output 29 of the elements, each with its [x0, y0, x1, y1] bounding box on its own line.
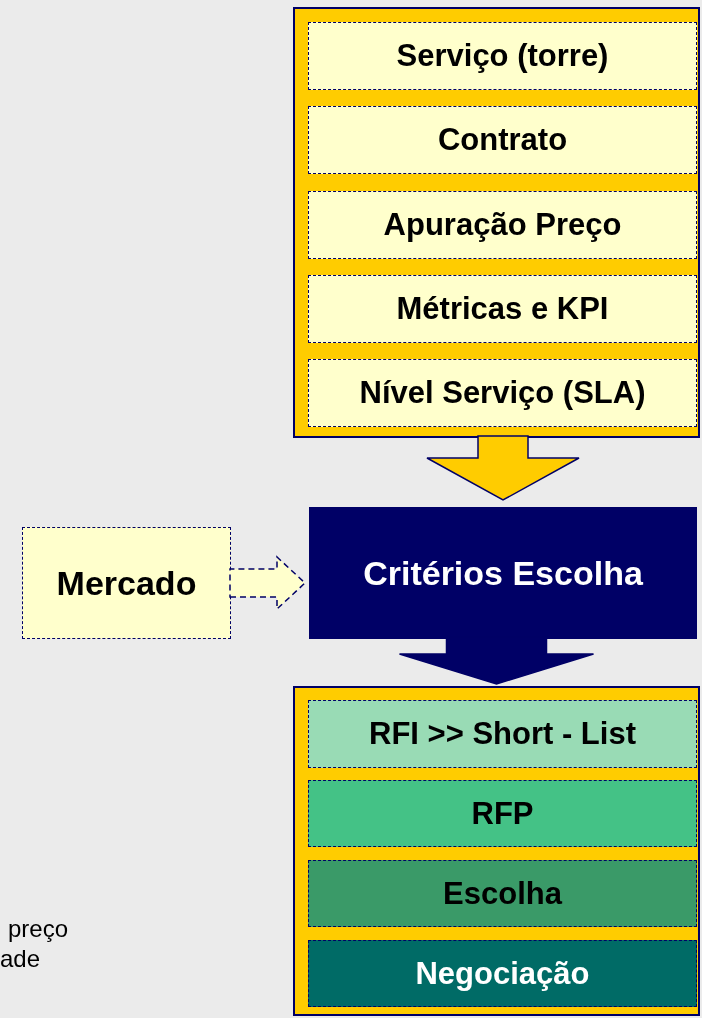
step-box: [308, 106, 697, 174]
box-label: RFP: [471, 795, 534, 832]
note-text: ade: [0, 945, 41, 973]
step-box: [308, 275, 697, 343]
box-label: Apuração Preço: [383, 207, 622, 243]
box-label: Métricas e KPI: [396, 291, 609, 327]
stage-box: [308, 940, 697, 1007]
block-arrow: [229, 555, 307, 611]
box-label: Mercado: [56, 563, 197, 603]
box-label: Negociação: [415, 955, 590, 992]
box-label: Nível Serviço (SLA): [359, 375, 646, 411]
box-label: Escolha: [443, 875, 562, 912]
stage-box: [308, 780, 697, 847]
step-box: [308, 191, 697, 259]
box-label: Contrato: [437, 122, 568, 158]
step-box: [308, 22, 697, 90]
group-panel: [293, 7, 700, 438]
block-arrow: [398, 636, 595, 685]
box-label: RFI >> Short - List: [369, 716, 636, 752]
stage-box: [308, 860, 697, 927]
box-label: Critérios Escolha: [363, 553, 643, 593]
source-box: [22, 527, 231, 639]
group-panel: [293, 686, 700, 1016]
block-arrow: [426, 435, 580, 501]
criteria-box: [309, 507, 697, 639]
note-text: preço: [8, 915, 69, 943]
stage-box: [308, 700, 697, 768]
step-box: [308, 359, 697, 427]
box-label: Serviço (torre): [396, 38, 609, 74]
